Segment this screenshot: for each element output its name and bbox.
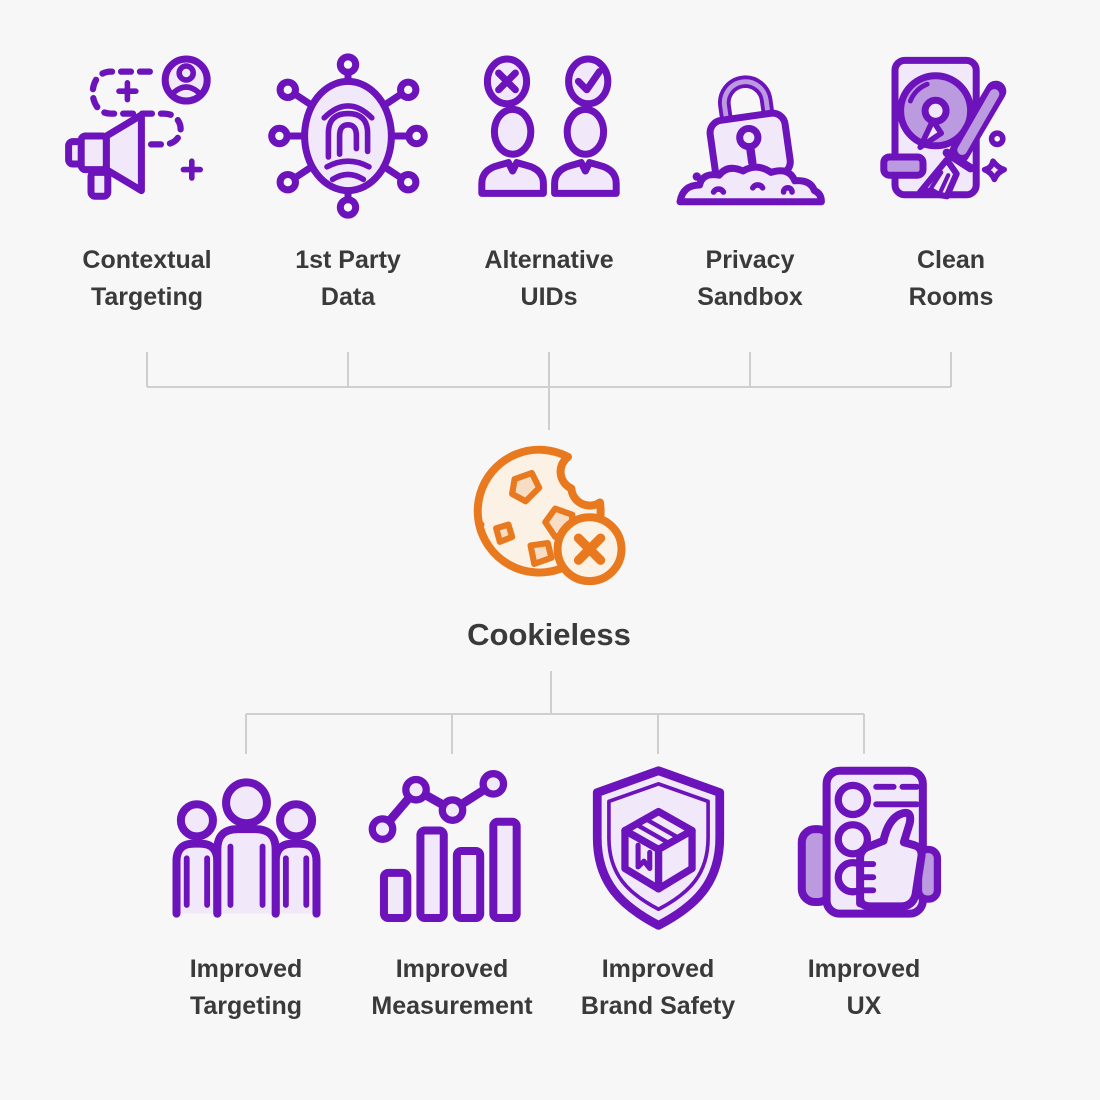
node-privacy-sandbox: Privacy Sandbox xyxy=(650,52,850,316)
label-line: UIDs xyxy=(520,283,578,311)
megaphone-dotted-path-user-icon xyxy=(65,55,211,200)
users-cross-check-icon xyxy=(478,55,620,197)
node-improved-measurement: Improved Measurement xyxy=(342,762,562,1025)
label-line: UX xyxy=(846,992,882,1020)
label-line: Improved xyxy=(189,955,303,983)
node-label: Clean Rooms xyxy=(851,242,1051,316)
feedback-thumbs-up-icon xyxy=(797,766,941,918)
node-label: 1st Party Data xyxy=(248,242,448,316)
label-line: Brand Safety xyxy=(580,992,736,1020)
label-line: Improved xyxy=(601,955,715,983)
node-cookieless: Cookieless xyxy=(439,430,659,654)
label-line: Sandbox xyxy=(697,283,803,311)
node-label: Improved Brand Safety xyxy=(548,951,768,1025)
node-label: Alternative UIDs xyxy=(449,242,649,316)
node-label: Improved UX xyxy=(754,951,974,1025)
label-line: Privacy xyxy=(705,246,795,274)
bar-line-chart-icon xyxy=(368,770,521,923)
user-group-icon xyxy=(171,778,321,918)
node-alternative-uids: Alternative UIDs xyxy=(449,52,649,316)
label-line: Data xyxy=(320,283,376,311)
node-label: Contextual Targeting xyxy=(47,242,247,316)
label-line: Contextual xyxy=(82,246,212,274)
node-first-party-data: 1st Party Data xyxy=(248,52,448,316)
fingerprint-network-icon xyxy=(268,53,428,219)
label-line: Improved xyxy=(807,955,921,983)
label-line: Rooms xyxy=(908,283,994,311)
node-contextual-targeting: Contextual Targeting xyxy=(47,52,247,316)
label-line: Improved xyxy=(395,955,509,983)
node-clean-rooms: Clean Rooms xyxy=(851,52,1051,316)
label-line: Clean xyxy=(916,246,986,274)
node-improved-ux: Improved UX xyxy=(754,762,974,1025)
label-line: Cookieless xyxy=(467,617,631,652)
harddrive-brush-icon xyxy=(880,56,1007,200)
node-label: Privacy Sandbox xyxy=(650,242,850,316)
node-label: Improved Targeting xyxy=(136,951,356,1025)
label-line: 1st Party xyxy=(295,246,401,274)
cookie-bitten-crossed-icon xyxy=(473,445,626,586)
node-improved-targeting: Improved Targeting xyxy=(136,762,356,1025)
padlock-sandpile-icon xyxy=(676,75,825,206)
node-label: Improved Measurement xyxy=(342,951,562,1025)
label-line: Alternative xyxy=(484,246,614,274)
cookieless-title: Cookieless xyxy=(439,616,659,654)
label-line: Measurement xyxy=(371,992,533,1020)
label-line: Targeting xyxy=(189,992,303,1020)
node-improved-brand-safety: Improved Brand Safety xyxy=(548,762,768,1025)
shield-package-icon xyxy=(592,766,724,930)
label-line: Targeting xyxy=(90,283,204,311)
